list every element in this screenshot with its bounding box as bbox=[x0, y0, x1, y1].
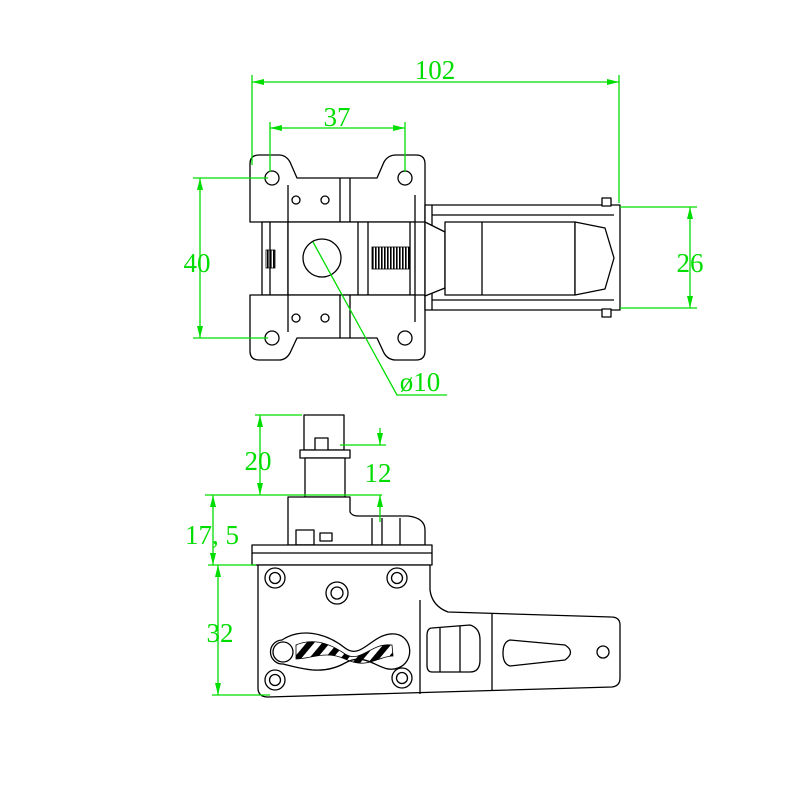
small-hole bbox=[291, 195, 301, 205]
block-slot bbox=[319, 532, 333, 542]
front-view: 20 12 17, 5 32 bbox=[185, 414, 621, 698]
mount-hole bbox=[397, 330, 413, 346]
arm-body bbox=[444, 221, 576, 296]
top-view: 102 37 40 26 ø10 bbox=[184, 55, 704, 397]
arm-pin bbox=[601, 197, 612, 207]
small-hole bbox=[291, 313, 301, 323]
shaft-square bbox=[314, 437, 329, 452]
slot-pin bbox=[272, 641, 294, 663]
dimension-label: ø10 bbox=[400, 367, 441, 397]
pivot-block bbox=[287, 496, 426, 546]
arm-end-hole bbox=[596, 645, 610, 659]
dimension-label: 32 bbox=[207, 618, 234, 648]
arm-pin bbox=[601, 308, 612, 318]
arm-taper bbox=[424, 221, 446, 297]
dimension-body-height: 32 bbox=[207, 564, 270, 696]
twisted-slot-hatch bbox=[295, 641, 394, 664]
dimension-label: 40 bbox=[184, 248, 211, 278]
dimension-block-height: 17, 5 bbox=[185, 495, 239, 565]
upper-flange bbox=[249, 154, 426, 223]
small-hole bbox=[320, 195, 330, 205]
body-hole bbox=[264, 669, 286, 691]
dimension-overall-length: 102 bbox=[251, 55, 620, 203]
arm-end-cap bbox=[574, 221, 615, 296]
dimension-label: 26 bbox=[677, 248, 704, 278]
shaft-collar bbox=[299, 449, 351, 459]
dimension-label: 37 bbox=[324, 102, 351, 132]
dimension-shaft-offset: 12 bbox=[340, 428, 392, 522]
side-thread bbox=[265, 249, 276, 269]
dimension-flange-height: 40 bbox=[184, 177, 268, 339]
dimension-label: 12 bbox=[365, 458, 392, 488]
dimension-hole-spacing: 37 bbox=[269, 102, 406, 172]
body-hole bbox=[391, 667, 413, 689]
shaft-lower bbox=[304, 457, 346, 498]
arm-slot-tapered bbox=[502, 639, 572, 667]
dimension-label: 20 bbox=[245, 446, 272, 476]
arm-slot-rounded bbox=[426, 624, 481, 673]
body-hole bbox=[325, 581, 349, 605]
dimension-bore-diameter: ø10 bbox=[312, 241, 447, 397]
leader-line bbox=[312, 241, 447, 396]
lower-flange bbox=[249, 294, 426, 361]
body-hole bbox=[264, 567, 286, 589]
dimension-label: 17, 5 bbox=[185, 520, 239, 550]
dimension-arm-width: 26 bbox=[620, 206, 704, 309]
shaft-top bbox=[303, 414, 345, 451]
small-hole bbox=[320, 313, 330, 323]
bore-hole bbox=[302, 238, 342, 278]
screw-thread bbox=[371, 246, 411, 270]
top-plate bbox=[251, 544, 433, 566]
dimension-shaft-height: 20 bbox=[205, 414, 382, 496]
body-hole bbox=[386, 567, 408, 589]
dimension-label: 102 bbox=[415, 55, 456, 85]
cylinder-body bbox=[287, 221, 416, 296]
